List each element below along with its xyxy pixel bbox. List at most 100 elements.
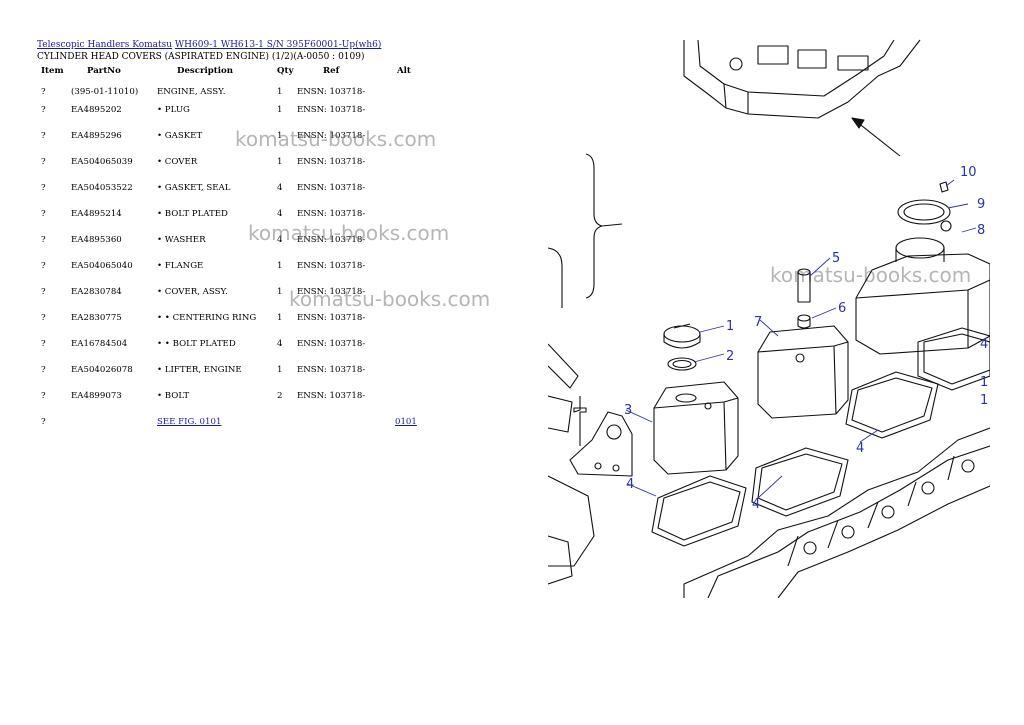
breadcrumb-link-manufacturer[interactable]: Telescopic Handlers Komatsu	[37, 40, 173, 50]
cell-qty: 4	[277, 339, 283, 349]
cell-ref: ENSN: 103718-	[297, 365, 366, 375]
cell-ref: ENSN: 103718-	[297, 235, 366, 245]
cell-partno: EA504065039	[71, 157, 133, 167]
col-header-description: Description	[177, 66, 234, 76]
cell-alt	[395, 105, 427, 131]
callout-4d: 4	[980, 337, 988, 352]
cell-description: • BOLT	[157, 391, 190, 401]
cell-description: • • BOLT PLATED	[157, 339, 236, 349]
cell-item: ?	[41, 287, 46, 297]
col-header-item: Item	[41, 66, 64, 76]
cell-item: ?	[41, 261, 46, 271]
cell-item: ?	[41, 339, 46, 349]
callout-2: 2	[726, 349, 734, 364]
cell-partno: EA4899073	[71, 391, 122, 401]
cell-item: ?	[41, 209, 46, 219]
cell-item: ?	[41, 183, 46, 193]
cell-alt: 0101	[395, 417, 427, 433]
see-fig-link[interactable]: SEE FIG. 0101	[157, 417, 222, 427]
cell-qty: 1	[277, 313, 283, 323]
cell-qty: 1	[277, 87, 283, 97]
cell-alt	[395, 183, 427, 209]
cell-partno: EA4895214	[71, 209, 122, 219]
callout-8: 8	[977, 223, 985, 238]
cell-partno: (395-01-11010)	[71, 87, 139, 97]
cell-description: • COVER	[157, 157, 198, 167]
diagram-svg: 1 2 3 4 4 4 4 5 6 7 8 9 10 1 1	[548, 39, 990, 598]
breadcrumb: Telescopic Handlers Komatsu WH609-1 WH61…	[37, 40, 381, 51]
gasket-ring	[667, 357, 697, 371]
cell-alt	[395, 157, 427, 183]
cover-middle	[757, 325, 849, 419]
col-header-partno: PartNo	[87, 66, 121, 76]
cell-item: ?	[41, 365, 46, 375]
callout-5: 5	[832, 251, 840, 266]
cell-partno: EA4895360	[71, 235, 122, 245]
cell-partno: EA504026078	[71, 365, 133, 375]
cell-partno: EA16784504	[71, 339, 128, 349]
cell-ref: ENSN: 103718-	[297, 287, 366, 297]
cell-qty: 4	[277, 209, 283, 219]
cell-description: • BOLT PLATED	[157, 209, 228, 219]
centering-ring	[897, 199, 951, 225]
cell-description: • GASKET, SEAL	[157, 183, 231, 193]
cell-description: • COVER, ASSY.	[157, 287, 228, 297]
engine-lifter	[569, 396, 633, 477]
cell-alt	[395, 209, 427, 235]
cell-description: SEE FIG. 0101	[157, 417, 297, 433]
col-header-qty: Qty	[277, 66, 294, 76]
cell-description: • WASHER	[157, 235, 206, 245]
cell-partno: EA2830775	[71, 313, 122, 323]
cell-alt	[395, 339, 427, 365]
cell-ref: ENSN: 103718-	[297, 183, 366, 193]
exploded-parts-diagram: 1 2 3 4 4 4 4 5 6 7 8 9 10 1 1	[548, 36, 990, 598]
cell-qty: 1	[277, 261, 283, 271]
cell-ref	[297, 417, 395, 433]
cell-qty: 1	[277, 131, 283, 141]
cell-partno: EA4895296	[71, 131, 122, 141]
cell-qty: 4	[277, 235, 283, 245]
cell-alt	[395, 79, 427, 105]
callout-1b: 1	[980, 375, 988, 390]
cell-alt	[395, 287, 427, 313]
callout-6: 6	[838, 301, 846, 316]
group-bracket	[585, 153, 603, 299]
cell-item: ?	[41, 391, 46, 401]
breadcrumb-link-model[interactable]: WH609-1 WH613-1 S/N 395F60001-Up(wh6)	[174, 40, 382, 50]
cell-alt	[395, 365, 427, 391]
cell-description: • FLANGE	[157, 261, 204, 271]
cell-alt	[395, 391, 427, 417]
cover-assy-right	[855, 220, 990, 355]
cell-description: • GASKET	[157, 131, 203, 141]
cell-item: ?	[41, 157, 46, 167]
cell-description: ENGINE, ASSY.	[157, 87, 226, 97]
cell-description: • LIFTER, ENGINE	[157, 365, 242, 375]
callout-4c: 4	[856, 441, 864, 456]
cell-item: ?	[41, 131, 46, 141]
table-row: ? EA4895214 • BOLT PLATED 4 ENSN: 103718-	[37, 209, 427, 235]
callout-9: 9	[977, 197, 985, 212]
cylinder-head-block	[548, 427, 990, 598]
callout-7: 7	[754, 315, 762, 330]
cell-ref: ENSN: 103718-	[297, 105, 366, 115]
cell-qty: 1	[277, 287, 283, 297]
table-header-row: Item PartNo Description Qty Ref Alt	[37, 66, 427, 79]
cover-left	[653, 381, 739, 475]
callout-1: 1	[726, 319, 734, 334]
cell-alt	[395, 131, 427, 157]
alt-fig-link[interactable]: 0101	[395, 417, 417, 427]
cell-description: • PLUG	[157, 105, 190, 115]
cell-ref: ENSN: 103718-	[297, 157, 366, 167]
cell-ref: ENSN: 103718-	[297, 209, 366, 219]
engine-block-top	[683, 39, 921, 119]
parts-table: Item PartNo Description Qty Ref Alt ? (39…	[37, 66, 427, 433]
